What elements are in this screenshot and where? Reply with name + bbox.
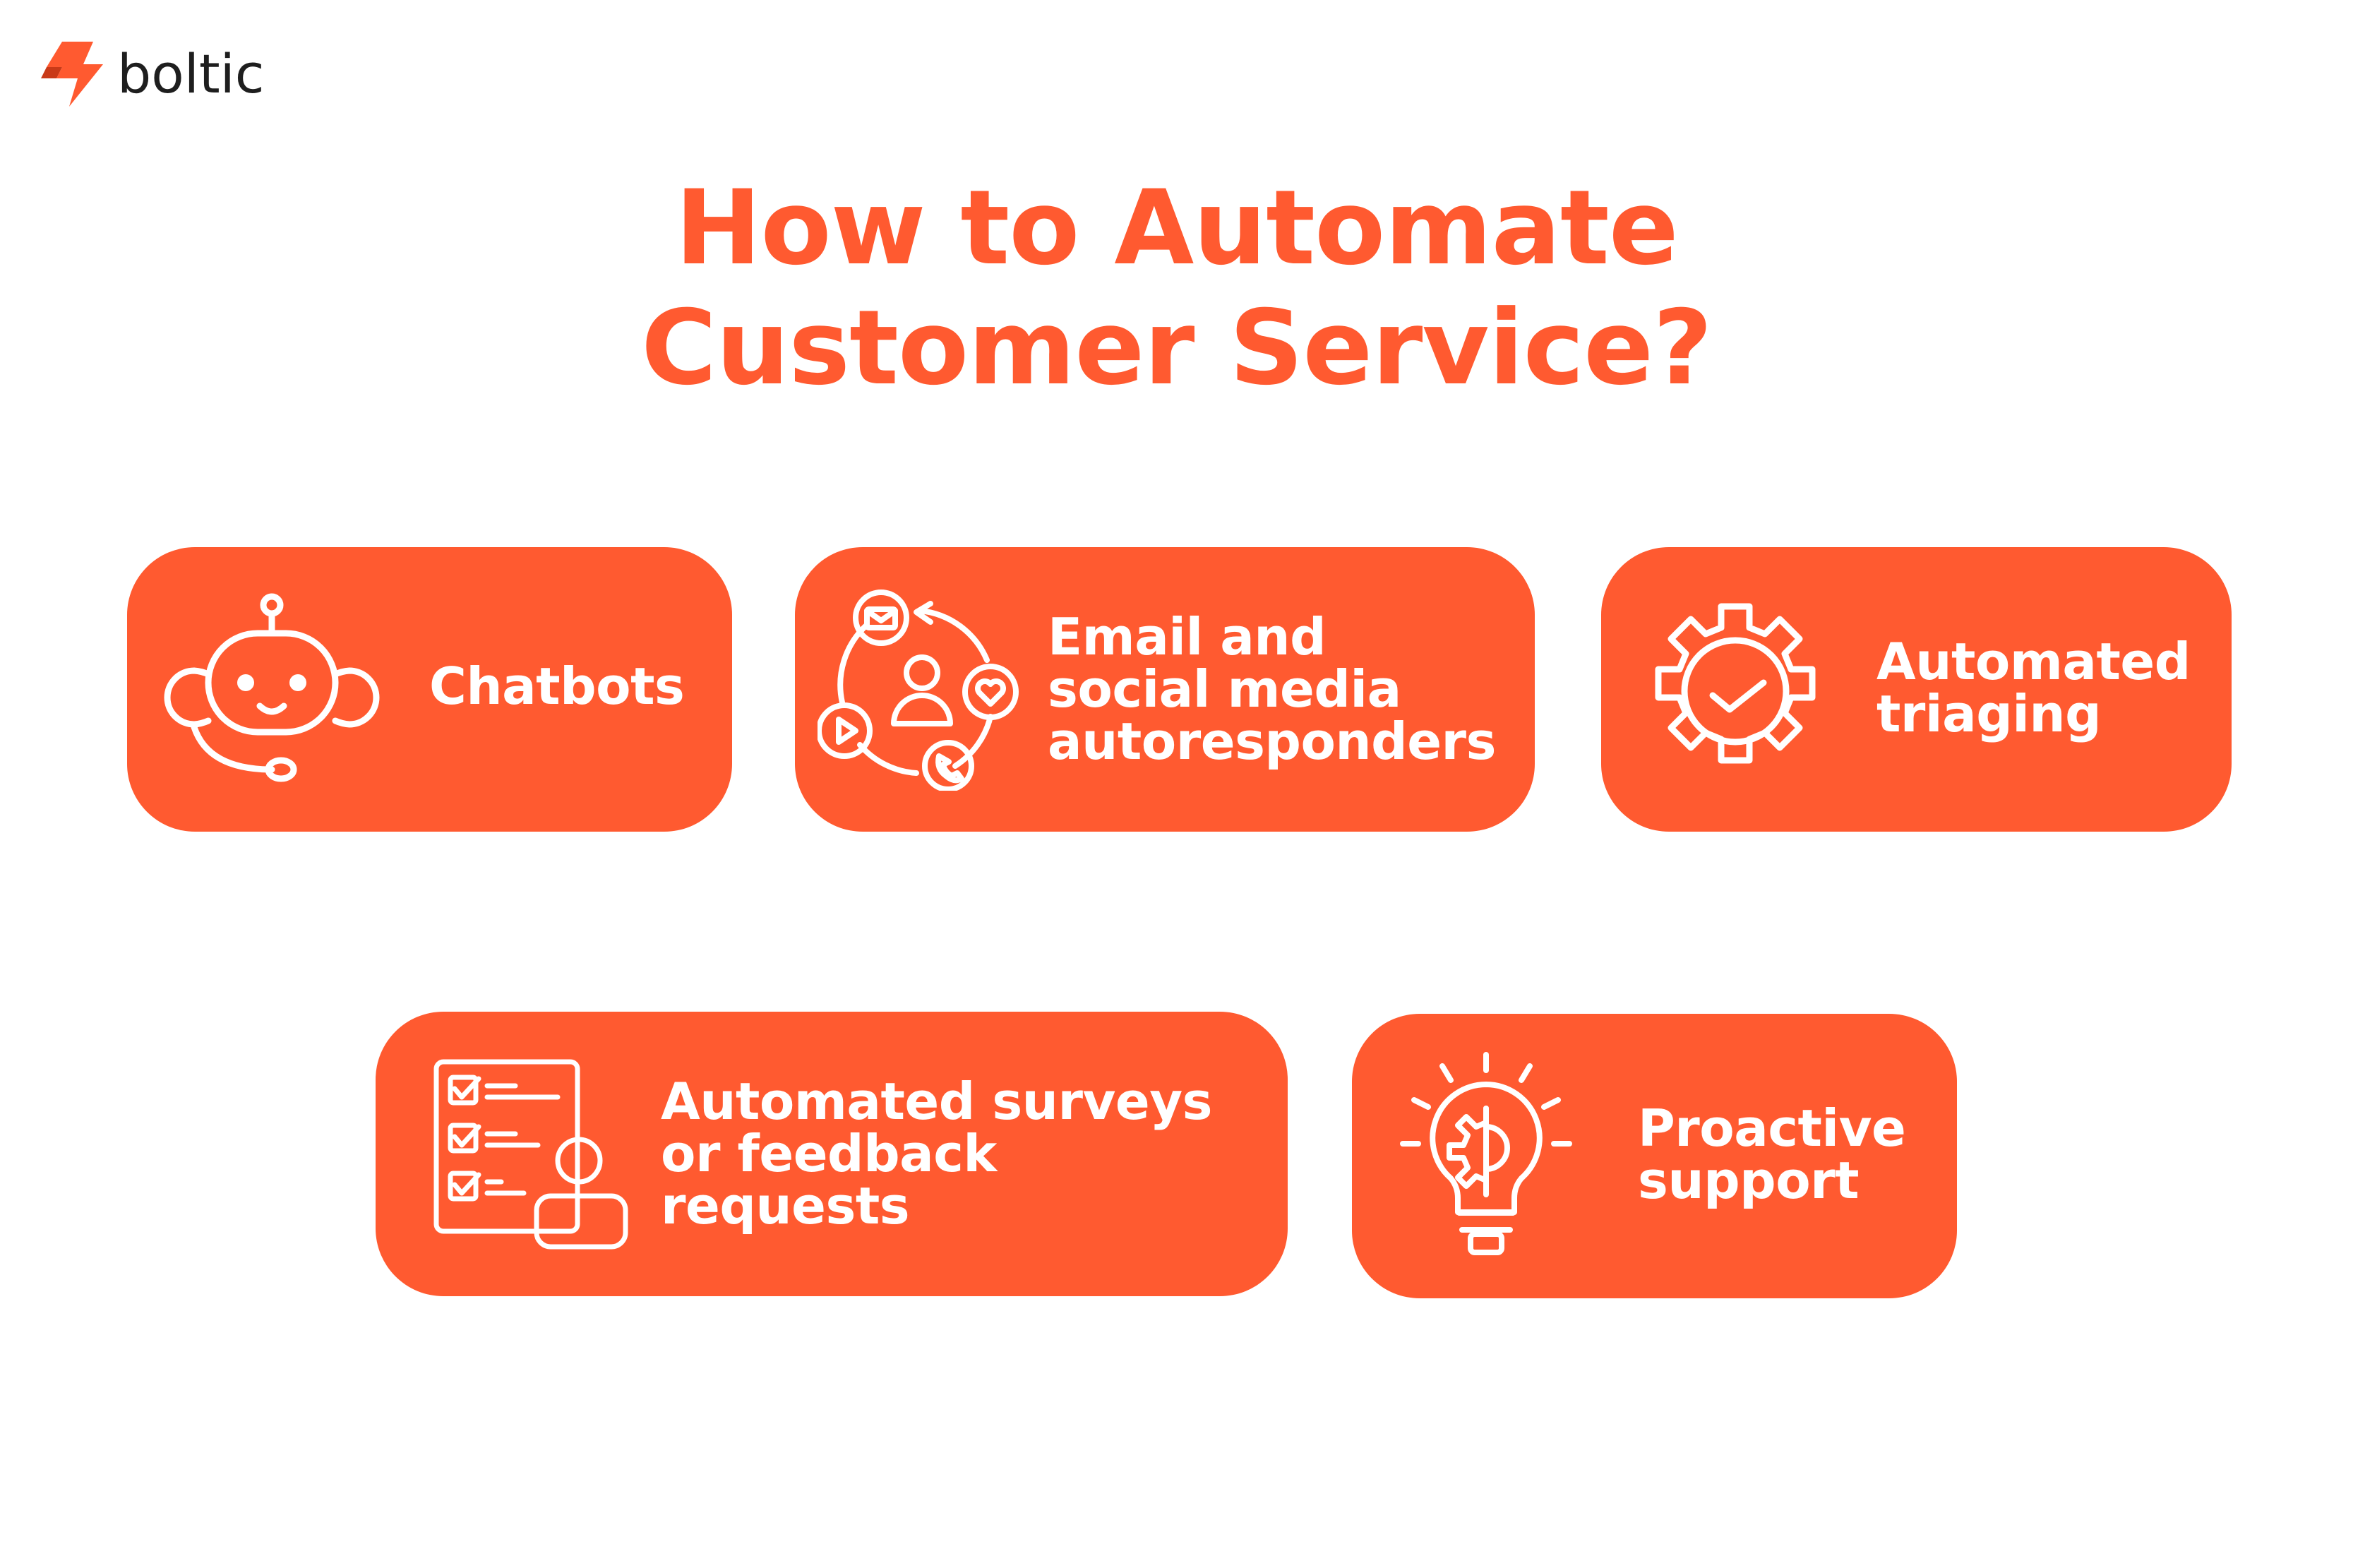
title-line-1: How to Automate xyxy=(675,168,1679,288)
card-autoresponders: Email and social media autoresponders xyxy=(795,547,1535,832)
omnichannel-cycle-icon xyxy=(818,590,1019,791)
card-label: Automated triaging xyxy=(1876,632,2191,743)
title-line-2: Customer Service? xyxy=(641,288,1713,408)
card-chatbots: Chatbots xyxy=(127,547,732,832)
checklist-user-icon xyxy=(433,1059,628,1250)
card-label: Proactive support xyxy=(1638,1099,1906,1210)
page-title: How to Automate Customer Service? xyxy=(0,168,2353,408)
card-surveys: Automated surveys or feedback requests xyxy=(376,1012,1288,1296)
gear-check-icon xyxy=(1655,603,1816,764)
lightbulb-gear-icon xyxy=(1400,1052,1572,1255)
card-label: Chatbots xyxy=(429,657,685,716)
card-label: Email and social media autoresponders xyxy=(1048,607,1496,771)
card-label: Automated surveys or feedback requests xyxy=(661,1072,1213,1235)
card-triaging: Automated triaging xyxy=(1601,547,2232,832)
card-proactive-support: Proactive support xyxy=(1352,1014,1957,1298)
brand-name: boltic xyxy=(117,42,265,105)
robot-headset-icon xyxy=(164,593,380,782)
bolt-logo-icon xyxy=(41,42,103,107)
brand-logo[interactable]: boltic xyxy=(41,35,265,113)
